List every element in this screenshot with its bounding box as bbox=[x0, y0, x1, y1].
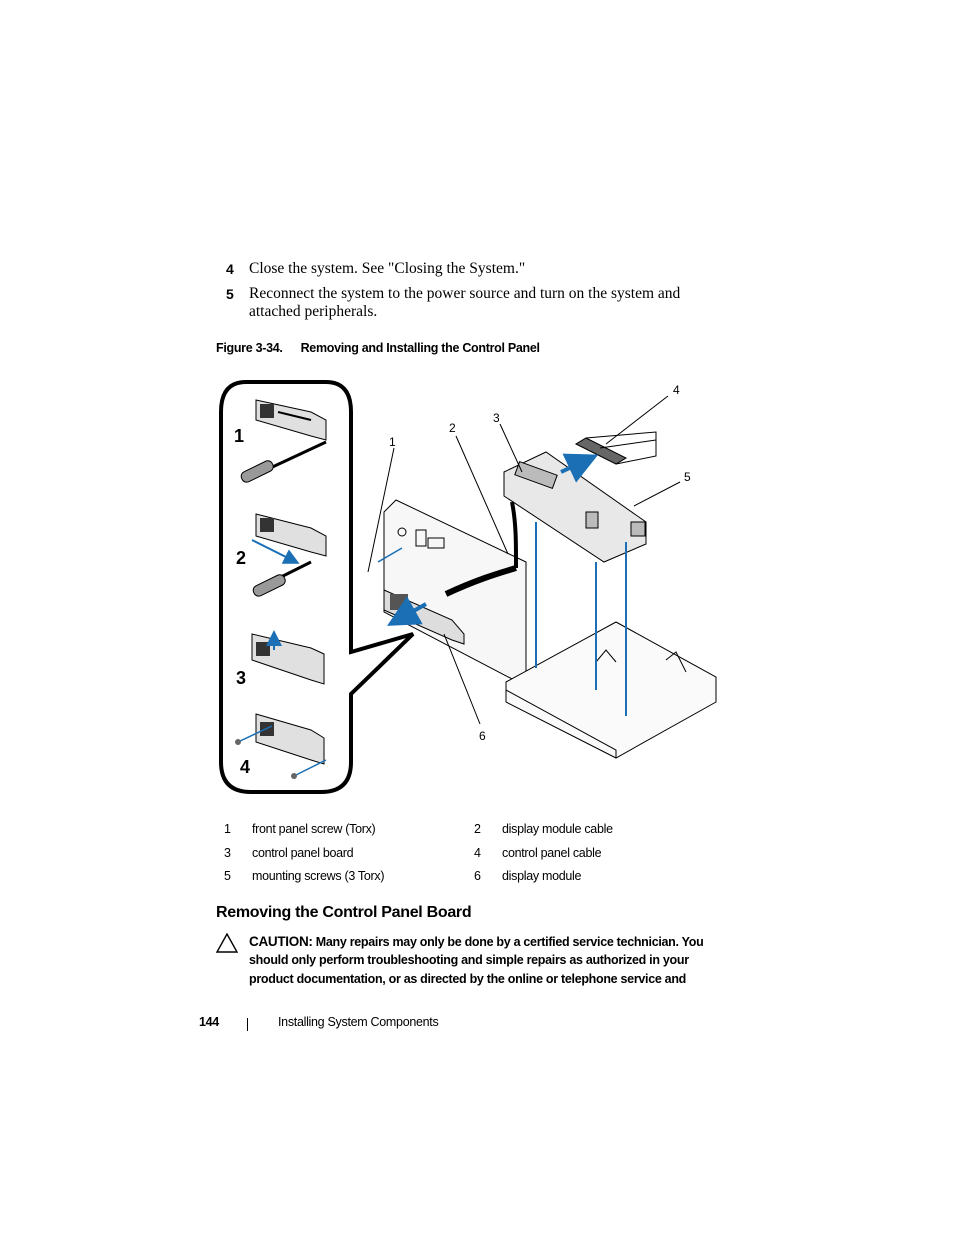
legend-text: control panel board bbox=[252, 845, 354, 860]
front-screw-arrow bbox=[377, 547, 403, 563]
legend-num: 5 bbox=[224, 869, 231, 883]
inset-label-2: 2 bbox=[236, 548, 246, 568]
legend-num: 1 bbox=[224, 822, 231, 836]
legend-row: 3 control panel board 4 control panel ca… bbox=[224, 846, 644, 870]
step-text: Reconnect the system to the power source… bbox=[249, 285, 681, 320]
callout-line-2 bbox=[455, 435, 509, 555]
callout-2: 2 bbox=[449, 421, 456, 435]
legend-text: control panel cable bbox=[502, 845, 602, 860]
inset-label-3: 3 bbox=[236, 668, 246, 688]
callout-line-6 bbox=[443, 633, 481, 725]
legend-num: 2 bbox=[474, 822, 481, 836]
page-number: 144 bbox=[199, 1015, 219, 1029]
legend-num: 4 bbox=[474, 845, 481, 860]
figure-label: Figure 3-34. bbox=[216, 341, 283, 355]
callout-line-5 bbox=[633, 481, 681, 507]
callout-line-1 bbox=[367, 447, 395, 573]
legend-row: 5 mounting screws (3 Torx) 6 display mod… bbox=[224, 869, 644, 893]
inset-step-2 bbox=[251, 513, 327, 597]
callout-line-3 bbox=[499, 423, 523, 473]
legend-text: display module bbox=[502, 869, 582, 883]
caution-body: CAUTION: Many repairs may only be done b… bbox=[249, 933, 719, 988]
callout-5: 5 bbox=[684, 470, 691, 484]
display-cable-ribbon bbox=[444, 565, 517, 597]
caution-text: Many repairs may only be done by a certi… bbox=[249, 935, 704, 986]
inset-label-1: 1 bbox=[234, 426, 244, 446]
callout-line-4 bbox=[605, 395, 669, 445]
inset-step-1 bbox=[240, 399, 327, 483]
display-module-arrow bbox=[387, 596, 427, 626]
legend-num: 3 bbox=[224, 845, 231, 860]
inset-step-4 bbox=[235, 713, 327, 779]
callout-4: 4 bbox=[673, 383, 680, 397]
display-cable bbox=[510, 501, 518, 568]
legend-num: 6 bbox=[474, 869, 481, 883]
control-panel-cable bbox=[574, 431, 657, 465]
control-panel-board bbox=[503, 451, 647, 563]
legend-text: front panel screw (Torx) bbox=[252, 822, 376, 836]
inset-outline bbox=[219, 380, 415, 794]
legend-text: display module cable bbox=[502, 822, 613, 836]
figure-title: Removing and Installing the Control Pane… bbox=[300, 341, 540, 355]
callout-6: 6 bbox=[479, 729, 486, 743]
chassis-tray bbox=[505, 621, 717, 759]
control-panel-illustration: 1 2 3 4 bbox=[216, 372, 736, 802]
legend-row: 1 front panel screw (Torx) 2 display mod… bbox=[224, 822, 644, 846]
caution-icon bbox=[216, 933, 238, 953]
inset-label-4: 4 bbox=[240, 757, 250, 777]
callout-3: 3 bbox=[493, 411, 500, 425]
cable-arrow bbox=[560, 453, 599, 483]
section-heading: Removing the Control Panel Board bbox=[216, 904, 472, 921]
legend-text: mounting screws (3 Torx) bbox=[252, 869, 385, 883]
chapter-title: Installing System Components bbox=[278, 1015, 439, 1029]
figure-legend: 1 front panel screw (Torx) 2 display mod… bbox=[224, 822, 644, 893]
figure-caption: Figure 3-34. Removing and Installing the … bbox=[216, 341, 540, 355]
inset-step-3 bbox=[251, 630, 325, 685]
step-number: 4 bbox=[226, 261, 234, 277]
diagram-svg: 1 2 3 4 bbox=[219, 380, 717, 794]
caution-label: CAUTION: bbox=[249, 934, 313, 949]
step-number: 5 bbox=[226, 286, 234, 302]
footer-divider bbox=[247, 1018, 248, 1031]
step-text: Close the system. See "Closing the Syste… bbox=[249, 260, 526, 277]
callout-1: 1 bbox=[389, 435, 396, 449]
